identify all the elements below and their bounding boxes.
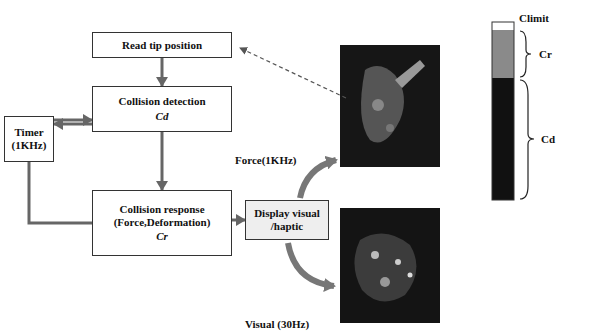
bar-label: Cd — [540, 133, 556, 145]
process-box: Collision detectionCd — [92, 86, 232, 132]
symbol-text: Cr — [156, 230, 168, 243]
flow-arrow — [232, 219, 245, 222]
bar-label: Cr — [538, 48, 553, 60]
rate-label: Force(1KHz) — [234, 154, 298, 166]
symbol-text: Cd — [156, 110, 169, 123]
flow-arrow — [161, 58, 164, 86]
process-box: Read tip position — [92, 32, 232, 58]
box-text: Timer (1KHz) — [9, 126, 49, 151]
visual-render — [340, 208, 440, 323]
process-box: Collision response (Force,Deformation) Cr — [92, 190, 232, 256]
box-text: Collision detection — [118, 95, 205, 108]
display-box: Display visual /haptic — [245, 200, 329, 240]
tool-tip — [395, 60, 425, 88]
tissue-shape — [361, 66, 404, 143]
rate-label: Visual (30Hz) — [244, 318, 310, 330]
visual-arrow — [288, 243, 334, 286]
bar-cr — [492, 30, 514, 78]
brace — [520, 80, 534, 199]
bar-outline — [492, 22, 514, 200]
box-text: Collision response (Force,Deformation) — [97, 203, 227, 228]
flow-arrow — [161, 132, 164, 190]
timer-box: Timer (1KHz) — [4, 116, 54, 162]
force-arrow — [300, 160, 336, 198]
limit-label: Climit — [518, 12, 550, 24]
box-text: Read tip position — [122, 39, 202, 52]
flow-arrow — [54, 119, 92, 122]
flow-arrow — [54, 123, 92, 126]
dashed-feedback — [240, 48, 346, 98]
bar-cd — [492, 78, 514, 200]
flow-arrow — [29, 162, 92, 223]
force-render — [340, 45, 440, 167]
box-text: Display visual /haptic — [250, 207, 324, 232]
brace — [520, 31, 531, 77]
